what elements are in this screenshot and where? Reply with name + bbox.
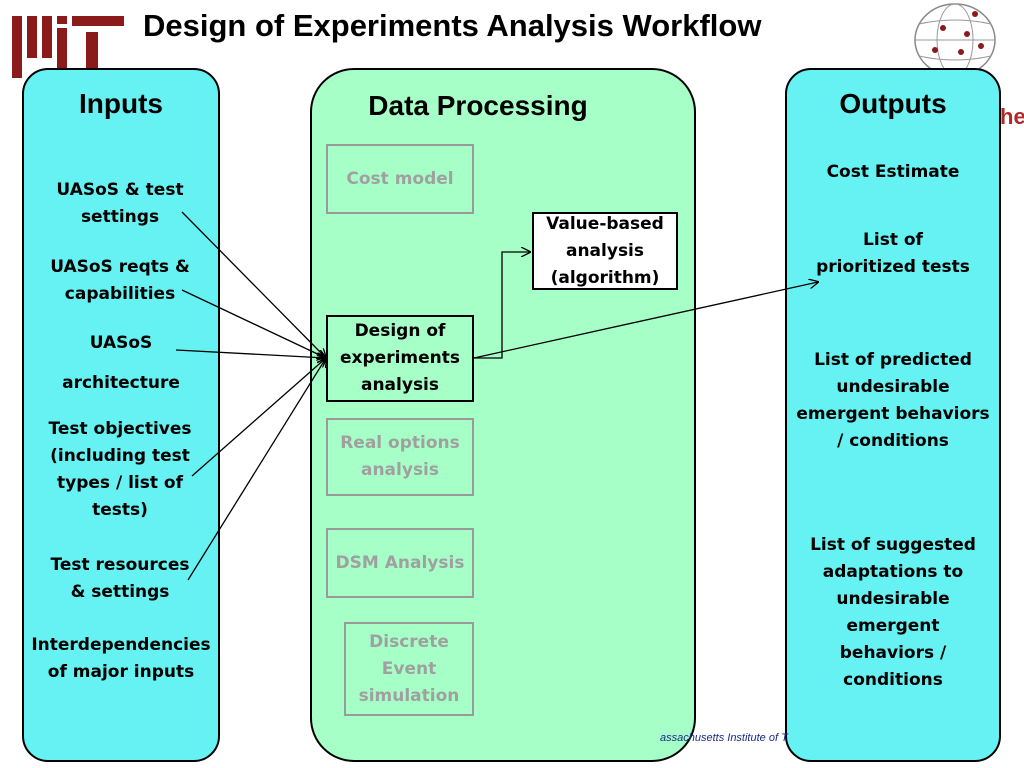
input-item-architecture: architecture xyxy=(62,373,180,393)
processing-heading: Data Processing xyxy=(368,90,588,121)
input-item-objectives: Test objectives (including test types / … xyxy=(48,419,192,520)
output-item-prioritized: List of prioritized tests xyxy=(816,230,970,277)
footer-text: assachusetts Institute of T xyxy=(660,732,788,744)
inputs-panel xyxy=(22,68,220,762)
outputs-heading: Outputs xyxy=(839,88,947,119)
input-item-uasos: UASoS xyxy=(89,333,153,353)
arrow-settings-to-doe xyxy=(181,211,326,358)
page-title: Design of Experiments Analysis Workflow xyxy=(143,8,762,43)
cost-model-box: Cost model xyxy=(326,144,474,214)
arrow-uasos-to-doe xyxy=(175,349,326,358)
des-box: Discrete Event simulation xyxy=(344,622,474,716)
doe-box: Design of experiments analysis xyxy=(326,315,474,402)
arrow-reqts-to-doe xyxy=(181,289,326,358)
arrow-doe-to-value-based xyxy=(474,252,530,359)
globe-arrows-icon xyxy=(905,0,1005,80)
output-item-cost: Cost Estimate xyxy=(826,162,960,182)
input-item-interdependencies: Interdependencies of major inputs xyxy=(31,635,211,682)
processing-panel xyxy=(310,68,696,762)
outputs-panel xyxy=(785,68,1001,762)
arrow-doe-to-prioritized xyxy=(473,282,818,359)
mit-logo xyxy=(12,16,124,78)
output-item-adaptations: List of suggested adaptations to undesir… xyxy=(810,535,976,690)
input-item-resources: Test resources & settings xyxy=(50,555,190,602)
arrow-resources-to-doe xyxy=(187,358,326,581)
input-item-settings: UASoS & test settings xyxy=(56,180,184,227)
arrow-objectives-to-doe xyxy=(191,358,326,477)
value-based-box: Value-based analysis (algorithm) xyxy=(532,212,678,290)
brand-fragment: he xyxy=(1000,104,1024,129)
real-options-box: Real options analysis xyxy=(326,418,474,496)
output-item-behaviors: List of predicted undesirable emergent b… xyxy=(796,350,990,451)
dsm-box: DSM Analysis xyxy=(326,528,474,598)
input-item-reqts: UASoS reqts & capabilities xyxy=(50,257,190,304)
inputs-heading: Inputs xyxy=(79,88,163,119)
